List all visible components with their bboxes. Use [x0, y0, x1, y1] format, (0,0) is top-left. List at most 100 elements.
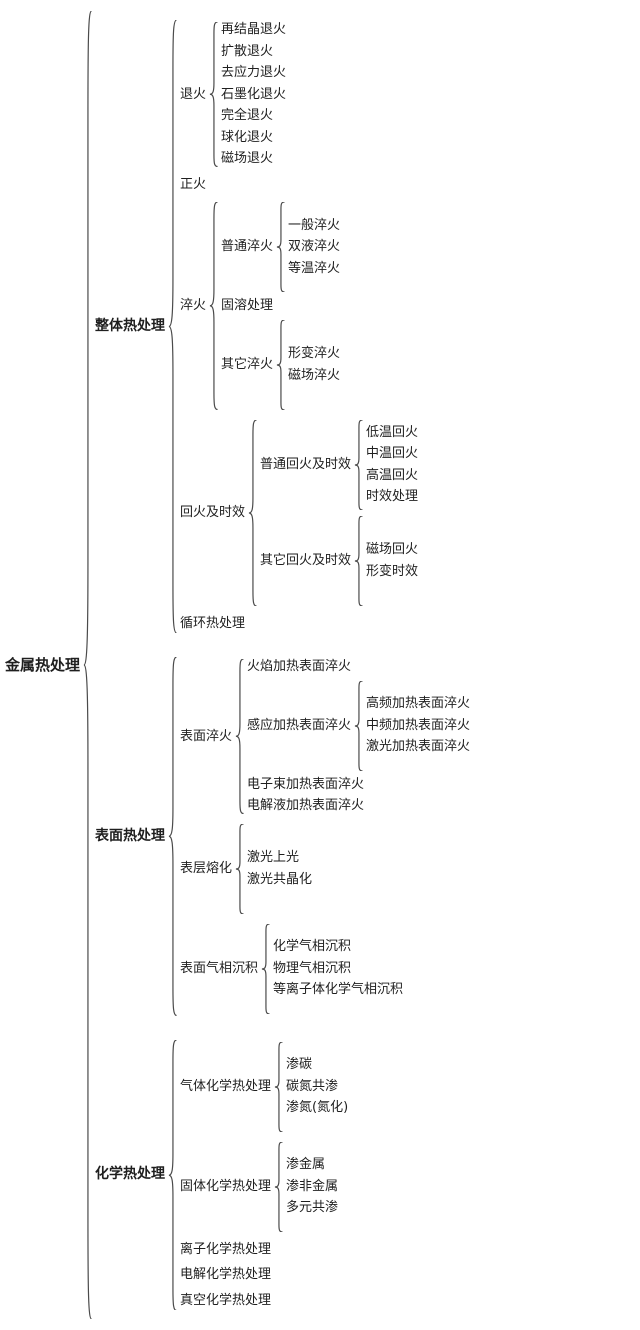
tree-node: 形变时效 [363, 561, 421, 583]
tree-node: 其它回火及时效磁场回火形变时效 [257, 513, 421, 609]
node-label: 激光上光 [247, 850, 300, 865]
tree-node: 回火及时效普通回火及时效低温回火中温回火高温回火时效处理其它回火及时效磁场回火形… [177, 417, 421, 609]
node-label: 表面淬火 [180, 728, 233, 744]
tree-node: 双液淬火 [285, 236, 343, 258]
node-label: 高频加热表面淬火 [366, 696, 471, 712]
node-label: 双液淬火 [288, 239, 341, 255]
curly-brace-icon [276, 320, 285, 410]
children-group: 形变淬火磁场淬火 [285, 343, 343, 386]
tree-node: 高温回火 [363, 465, 421, 487]
tree-node: 等温淬火 [285, 258, 343, 280]
curly-brace-icon [354, 681, 363, 771]
node-label: 激光加热表面淬火 [366, 739, 471, 755]
node-label: 整体热处理 [95, 318, 166, 334]
node-label: 其它回火及时效 [260, 552, 352, 568]
node-label: 时效处理 [366, 489, 419, 504]
tree-node: 真空化学热处理 [177, 1290, 351, 1312]
node-label: 表面气相沉积 [180, 960, 259, 976]
node-label: 正火 [180, 176, 207, 192]
node-label: 固体化学热处理 [180, 1178, 272, 1194]
node-label: 磁场回火 [366, 542, 419, 557]
tree-node: 渗氮(氮化) [283, 1097, 351, 1119]
node-label: 扩散退火 [221, 43, 274, 59]
node-label: 多元共渗 [286, 1200, 339, 1216]
tree-node: 化学气相沉积 [270, 936, 406, 958]
tree-node: 中频加热表面淬火 [363, 715, 473, 737]
curly-brace-icon [276, 202, 285, 292]
children-group: 退火再结晶退火扩散退火去应力退火石墨化退火完全退火球化退火磁场退火正火淬火普通淬… [177, 17, 421, 636]
curly-brace-icon [274, 1142, 283, 1232]
children-group: 普通回火及时效低温回火中温回火高温回火时效处理其它回火及时效磁场回火形变时效 [257, 417, 421, 609]
node-label: 物理气相沉积 [273, 960, 352, 976]
tree-node: 感应加热表面淬火高频加热表面淬火中频加热表面淬火激光加热表面淬火 [244, 678, 473, 774]
tree-node: 退火再结晶退火扩散退火去应力退火石墨化退火完全退火球化退火磁场退火 [177, 19, 421, 170]
curly-brace-icon [248, 420, 257, 606]
node-label: 渗氮(氮化) [286, 1100, 349, 1116]
children-group: 整体热处理退火再结晶退火扩散退火去应力退火石墨化退火完全退火球化退火磁场退火正火… [92, 8, 473, 1322]
children-group: 激光上光激光共晶化 [244, 847, 315, 890]
node-label: 电子束加热表面淬火 [247, 776, 365, 792]
curly-brace-icon [209, 22, 218, 167]
tree-node: 普通回火及时效低温回火中温回火高温回火时效处理 [257, 417, 421, 513]
tree-node: 碳氮共渗 [283, 1076, 351, 1098]
tree-node: 金属热处理整体热处理退火再结晶退火扩散退火去应力退火石墨化退火完全退火球化退火磁… [2, 8, 473, 1322]
node-label: 再结晶退火 [221, 22, 287, 37]
tree-node: 扩散退火 [218, 41, 289, 63]
tree-node: 渗碳 [283, 1054, 351, 1076]
tree-node: 化学热处理 气体化学热处理渗碳碳氮共渗渗氮(氮化) 固体化学热处理渗金属渗非金属多元… [92, 1037, 473, 1314]
node-label: 中频加热表面淬火 [366, 717, 471, 733]
curly-brace-icon [209, 202, 218, 410]
children-group: 一般淬火双液淬火等温淬火 [285, 215, 343, 280]
node-label: 普通回火及时效 [260, 456, 352, 472]
curly-brace-icon [168, 657, 177, 1016]
children-group: 低温回火中温回火高温回火时效处理 [363, 422, 421, 508]
tree-node: 离子化学热处理 [177, 1239, 351, 1261]
node-label: 渗碳 [286, 1057, 313, 1073]
tree-node: 表面气相沉积化学气相沉积物理气相沉积等离子体化学气相沉积 [177, 921, 473, 1017]
tree-node: 电子束加热表面淬火 [244, 774, 473, 796]
node-label: 磁场退火 [221, 151, 274, 166]
tree-node: 表层熔化激光上光激光共晶化 [177, 821, 473, 917]
children-group: 磁场回火形变时效 [363, 539, 421, 582]
tree-node: 整体热处理退火再结晶退火扩散退火去应力退火石墨化退火完全退火球化退火磁场退火正火… [92, 17, 473, 636]
node-label: 表面热处理 [95, 827, 166, 844]
curly-brace-icon [274, 1042, 283, 1132]
curly-brace-icon [354, 516, 363, 606]
curly-brace-icon [235, 824, 244, 914]
tree-node: 多元共渗 [283, 1197, 341, 1219]
node-label: 感应加热表面淬火 [247, 717, 352, 733]
node-label: 退火 [180, 86, 207, 102]
tree-node: 磁场回火 [363, 539, 421, 561]
node-label: 等离子体化学气相沉积 [273, 982, 404, 998]
tree-node: 形变淬火 [285, 343, 343, 365]
tree-node: 表面热处理表面淬火火焰加热表面淬火感应加热表面淬火高频加热表面淬火中频加热表面淬… [92, 654, 473, 1019]
children-group: 渗金属渗非金属多元共渗 [283, 1154, 341, 1219]
tree-node: 普通淬火一般淬火双液淬火等温淬火 [218, 199, 343, 295]
children-group: 化学气相沉积物理气相沉积等离子体化学气相沉积 [270, 936, 406, 1001]
node-label: 去应力退火 [221, 65, 287, 80]
node-label: 电解液加热表面淬火 [247, 798, 365, 813]
node-label: 淬火 [180, 298, 207, 313]
node-label: 气体化学热处理 [180, 1078, 272, 1094]
curly-brace-icon [235, 659, 244, 814]
tree-node: 中温回火 [363, 443, 421, 465]
children-group: 普通淬火一般淬火双液淬火等温淬火固溶处理其它淬火形变淬火磁场淬火 [218, 199, 343, 413]
tree-node: 电解液加热表面淬火 [244, 795, 473, 817]
node-label: 渗金属 [286, 1157, 326, 1173]
node-label: 真空化学热处理 [180, 1292, 272, 1308]
tree-node: 去应力退火 [218, 62, 289, 84]
tree-node: 气体化学热处理渗碳碳氮共渗渗氮(氮化) [177, 1039, 351, 1135]
node-label: 磁场淬火 [288, 367, 341, 383]
node-label: 火焰加热表面淬火 [247, 659, 352, 674]
node-label: 完全退火 [221, 108, 274, 123]
tree-node: 等离子体化学气相沉积 [270, 979, 406, 1001]
tree-node: 渗金属 [283, 1154, 341, 1176]
children-group: 高频加热表面淬火中频加热表面淬火激光加热表面淬火 [363, 693, 473, 758]
curly-brace-icon [83, 11, 92, 1319]
tree-node: 激光上光 [244, 847, 315, 869]
node-label: 化学热处理 [95, 1166, 166, 1183]
tree-node: 正火 [177, 174, 421, 196]
node-label: 形变淬火 [288, 346, 341, 361]
children-group: 火焰加热表面淬火感应加热表面淬火高频加热表面淬火中频加热表面淬火激光加热表面淬火… [244, 656, 473, 817]
tree-node: 物理气相沉积 [270, 958, 406, 980]
